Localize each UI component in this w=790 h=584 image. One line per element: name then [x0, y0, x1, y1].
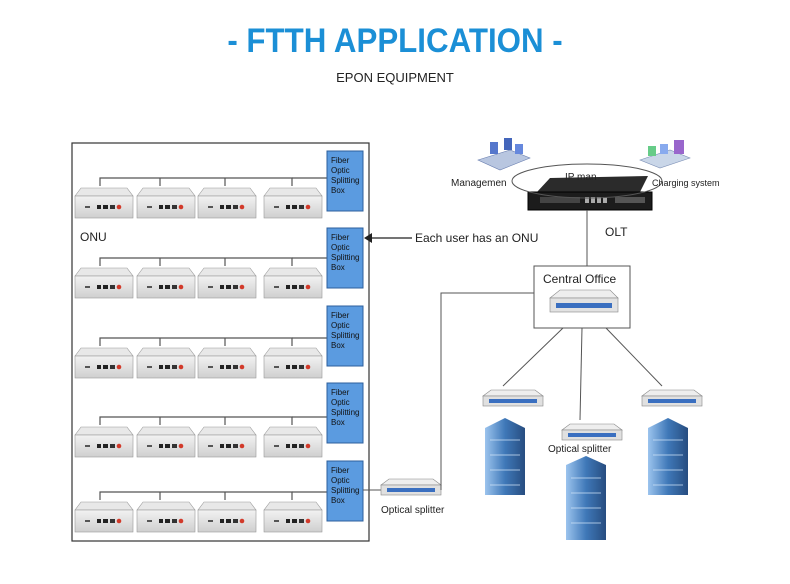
central-office-splitter-icon — [549, 289, 619, 313]
ip-man-label: IP man — [565, 172, 597, 183]
onu-device — [197, 347, 257, 379]
management-icon — [477, 138, 531, 171]
svg-text:Box: Box — [331, 186, 345, 195]
charging-system-icon — [639, 140, 691, 169]
svg-text:Box: Box — [331, 341, 345, 350]
onu-row-4 — [74, 416, 330, 458]
building-right-splitter-icon — [641, 389, 703, 407]
central-office-label: Central Office — [543, 272, 616, 286]
svg-text:Splitting: Splitting — [331, 176, 359, 185]
onu-row-2 — [74, 257, 330, 299]
splitting-box-1: Fiber Optic Splitting Box — [326, 150, 364, 212]
page-subtitle: EPON EQUIPMENT — [336, 70, 454, 85]
svg-text:Optic: Optic — [331, 321, 350, 330]
ip-man-ring — [511, 163, 663, 199]
onu-device — [136, 267, 196, 299]
building-center-splitter-icon — [561, 423, 623, 441]
onu-label: ONU — [80, 230, 107, 244]
onu-device — [136, 426, 196, 458]
svg-text:Fiber: Fiber — [331, 156, 350, 165]
onu-device — [74, 347, 134, 379]
charging-system-label: Charging system — [652, 178, 720, 188]
onu-row-3 — [74, 337, 330, 379]
onu-device — [74, 267, 134, 299]
olt-label: OLT — [605, 225, 628, 239]
svg-text:Fiber: Fiber — [331, 388, 350, 397]
splitting-box-5: Fiber Optic Splitting Box — [326, 460, 364, 522]
svg-text:Box: Box — [331, 263, 345, 272]
svg-text:Optic: Optic — [331, 166, 350, 175]
each-user-label: Each user has an ONU — [415, 231, 538, 245]
optical-splitter-center-label: Optical splitter — [548, 444, 612, 455]
management-label: Managemen — [451, 178, 507, 189]
svg-text:Splitting: Splitting — [331, 408, 359, 417]
onu-device — [263, 187, 323, 219]
svg-text:Optic: Optic — [331, 398, 350, 407]
building-center-icon — [566, 456, 606, 540]
onu-device — [263, 501, 323, 533]
onu-device — [263, 267, 323, 299]
fiber-line-to-central-office — [440, 292, 534, 490]
building-enclosure — [71, 142, 370, 542]
svg-text:Box: Box — [331, 496, 345, 505]
splitting-box-4: Fiber Optic Splitting Box — [326, 382, 364, 444]
onu-device — [197, 187, 257, 219]
onu-device — [74, 187, 134, 219]
svg-text:Splitting: Splitting — [331, 253, 359, 262]
svg-text:Splitting: Splitting — [331, 331, 359, 340]
onu-device — [136, 187, 196, 219]
onu-device — [197, 426, 257, 458]
svg-text:Fiber: Fiber — [331, 466, 350, 475]
onu-row-1 — [74, 177, 330, 219]
optical-splitter-left-icon — [380, 478, 442, 496]
onu-device — [136, 347, 196, 379]
svg-text:Fiber: Fiber — [331, 311, 350, 320]
svg-text:Box: Box — [331, 418, 345, 427]
svg-text:Optic: Optic — [331, 476, 350, 485]
onu-row-5 — [74, 491, 330, 533]
page-title: - FTTH APPLICATION - — [227, 22, 563, 60]
splitting-box-3: Fiber Optic Splitting Box — [326, 305, 364, 367]
onu-device — [136, 501, 196, 533]
onu-device — [74, 426, 134, 458]
optical-splitter-left-label: Optical splitter — [381, 505, 445, 516]
svg-text:Optic: Optic — [331, 243, 350, 252]
onu-device — [263, 347, 323, 379]
onu-device — [197, 267, 257, 299]
splitting-box-2: Fiber Optic Splitting Box — [326, 227, 364, 289]
onu-device — [74, 501, 134, 533]
building-left-splitter-icon — [482, 389, 544, 407]
building-left-icon — [485, 418, 525, 495]
arrow-head-icon — [364, 233, 372, 243]
onu-device — [197, 501, 257, 533]
svg-text:Fiber: Fiber — [331, 233, 350, 242]
svg-text:Splitting: Splitting — [331, 486, 359, 495]
building-right-icon — [648, 418, 688, 495]
onu-device — [263, 426, 323, 458]
